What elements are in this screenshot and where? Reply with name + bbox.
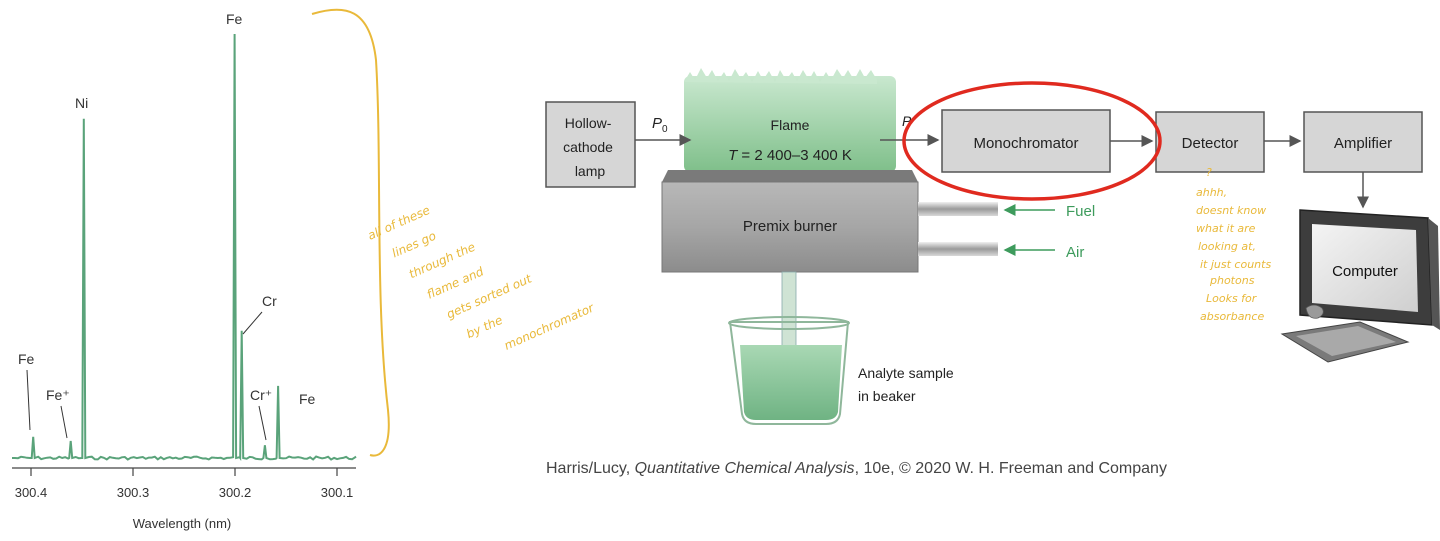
hollow-cathode-lamp-box: Hollow- cathode lamp <box>545 101 636 188</box>
detector-label: Detector <box>1182 135 1239 152</box>
p0-label: P0 <box>652 115 668 135</box>
svg-text:Analyte sample in beak: Analyte sample in beaker <box>858 365 958 404</box>
note-right-line: looking at, <box>1198 240 1256 253</box>
fe-left-leader-line <box>26 369 31 431</box>
note-right-line: ? <box>1206 166 1212 179</box>
peak-label-cr: Cr <box>262 293 277 309</box>
monitor-screen <box>1312 224 1418 312</box>
aas-instrument-diagram: Flame T = 2 400–3 400 K Hollow- cathode … <box>545 68 1440 425</box>
peak-label-fe-plus: Fe⁺ <box>46 387 70 403</box>
amplifier-box: Amplifier <box>1303 111 1423 173</box>
burner-top <box>662 170 918 182</box>
fuel-label: Fuel <box>1066 203 1095 220</box>
sample-label-line: in beaker <box>858 388 916 404</box>
computer-label: Computer <box>1332 263 1398 280</box>
note-right-line: photons <box>1209 274 1255 287</box>
note-left-line: by the <box>464 313 505 341</box>
air-tube <box>918 242 998 256</box>
credit-suffix: , 10e, © 2020 W. H. Freeman and Company <box>855 460 1167 477</box>
x-axis-ticks <box>30 468 338 476</box>
peak-label-fe-right: Fe <box>299 391 316 407</box>
p0-symbol: P <box>652 115 662 132</box>
flame-title: Flame <box>771 117 810 133</box>
detector-box: Detector <box>1155 111 1265 173</box>
handwritten-brace <box>311 8 390 457</box>
credit-prefix: Harris/Lucy, <box>546 460 635 477</box>
note-left-line: lines go <box>390 229 438 261</box>
x-axis-title: Wavelength (nm) <box>133 516 232 531</box>
svg-text:Hollow- cathode: Hollow- cathode lamp <box>563 115 617 179</box>
flame-temperature: T = 2 400–3 400 K <box>728 147 852 164</box>
burner-label: Premix burner <box>743 218 837 235</box>
x-tick-label: 300.2 <box>219 485 252 500</box>
note-right-line: absorbance <box>1200 310 1264 323</box>
beaker-rim <box>728 316 850 330</box>
note-right-line: Looks for <box>1206 292 1258 305</box>
amplifier-label: Amplifier <box>1334 135 1392 152</box>
beaker-liquid <box>740 345 842 420</box>
peak-label-fe: Fe <box>226 11 243 27</box>
computer-illustration: Computer <box>1280 209 1440 363</box>
note-right-line: it just counts <box>1200 258 1271 271</box>
fuel-tube <box>918 202 998 216</box>
keyboard-keys <box>1296 326 1396 356</box>
monochromator-box: Monochromator <box>941 109 1111 173</box>
lamp-label-line: Hollow- <box>565 115 612 131</box>
spectrum-plot: 300.4 300.3 300.2 300.1 Wavelength (nm) … <box>12 11 357 531</box>
flame: Flame T = 2 400–3 400 K <box>684 68 896 172</box>
cr-leader-line <box>242 311 263 335</box>
burner-body <box>661 181 919 273</box>
monochromator-label: Monochromator <box>973 135 1078 152</box>
monochromator-highlight <box>902 81 1162 201</box>
peak-label-cr-plus: Cr⁺ <box>250 387 272 403</box>
note-left-line: monochromator <box>502 300 597 352</box>
flame-temperature-var: T <box>728 147 739 164</box>
spectrum-trace <box>12 33 357 461</box>
p0-subscript: 0 <box>662 124 668 135</box>
beaker-glass <box>728 321 850 425</box>
premix-burner: Premix burner Fuel Air <box>661 170 1095 413</box>
credit-book: Quantitative Chemical Analysis <box>635 460 855 477</box>
lamp-label-line: lamp <box>575 163 606 179</box>
peak-label-ni: Ni <box>75 95 88 111</box>
x-tick-label: 300.4 <box>15 485 48 500</box>
flame-temperature-value: = 2 400–3 400 K <box>737 147 852 164</box>
note-right-line: ahhh, <box>1196 186 1227 199</box>
monitor-side <box>1428 218 1440 330</box>
air-label: Air <box>1066 244 1084 261</box>
x-tick-label: 300.3 <box>117 485 150 500</box>
figure-credit: Harris/Lucy, Quantitative Chemical Analy… <box>546 460 1167 477</box>
sample-label-line: Analyte sample <box>858 365 954 381</box>
lamp-label-line: cathode <box>563 139 613 155</box>
cr-plus-leader-line <box>258 405 267 441</box>
note-right-line: doesnt know <box>1196 204 1266 217</box>
note-right-line: what it are <box>1196 222 1256 235</box>
analyte-beaker: Analyte sample in beaker <box>728 316 958 425</box>
mouse <box>1305 304 1324 319</box>
fe-plus-leader-line <box>60 405 68 439</box>
peak-label-fe-left: Fe <box>18 351 35 367</box>
p-label: P <box>902 113 912 129</box>
x-tick-label: 300.1 <box>321 485 354 500</box>
